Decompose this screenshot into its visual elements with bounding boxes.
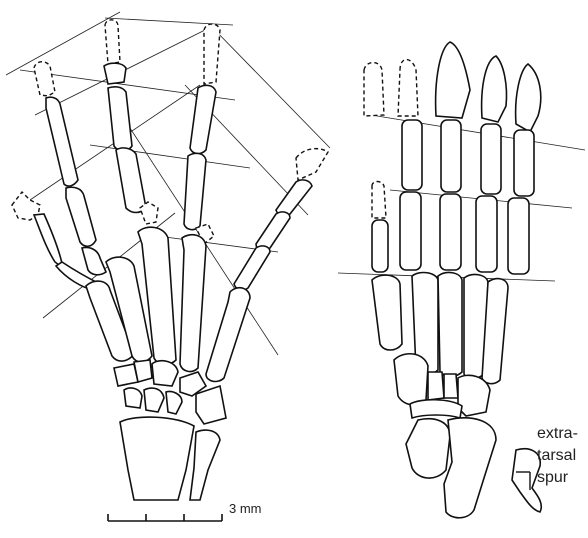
hand-carpals bbox=[113, 359, 227, 425]
annotation-line-1: extra- bbox=[537, 425, 578, 442]
hand-metacarpals bbox=[85, 226, 251, 383]
scale-bar: 3 mm bbox=[107, 501, 262, 522]
foot-phalanges bbox=[371, 119, 535, 275]
hand-digit-2 bbox=[33, 61, 107, 276]
hand-skeleton: 3 mm bbox=[5, 11, 331, 522]
extra-tarsal-spur-annotation: extra- tarsal spur bbox=[516, 425, 578, 490]
hand-digit-4 bbox=[183, 23, 221, 246]
annotation-line-3: spur bbox=[537, 469, 569, 486]
hand-digit-3 bbox=[103, 19, 159, 225]
hand-forearm bbox=[119, 416, 221, 501]
foot-tarsals bbox=[393, 353, 543, 519]
foot-claws bbox=[363, 41, 542, 134]
annotation-line-2: tarsal bbox=[537, 447, 576, 464]
hand-digit-5 bbox=[233, 147, 329, 291]
foot-metatarsals bbox=[371, 271, 509, 385]
foot-skeleton: extra- tarsal spur bbox=[337, 41, 586, 519]
scale-bar-label: 3 mm bbox=[229, 501, 262, 516]
